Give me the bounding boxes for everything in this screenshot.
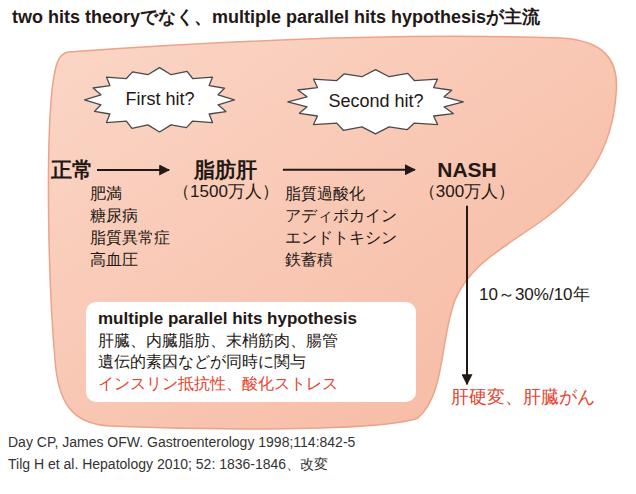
node-text: NASH [419,157,515,182]
node-text: Second hit? [328,91,423,113]
hit-starburst: First hit? [83,67,236,133]
progression-factor: アディポカイン [285,206,397,226]
citation: Tilg H et al. Hepatology 2010; 52: 1836-… [8,455,328,473]
flow-arrow [283,169,415,171]
risk-factor: 高血圧 [90,250,138,270]
risk-factor: 肥満 [90,184,122,204]
stage-label: 正常 [51,157,93,182]
starburst-outline [85,68,235,132]
node-text: （1500万人） [173,182,279,202]
stage-label: NASH（300万人） [419,157,515,203]
risk-factor: 脂質異常症 [90,228,170,248]
node-text: インスリン抵抗性、酸化ストレス [98,373,404,395]
outcome-label: 肝硬変、肝臓がん [451,387,595,409]
node-text: 肝硬変、肝臓がん [451,387,595,409]
rate-label: 10～30%/10年 [477,285,592,305]
diagram-title: two hits theoryでなく、multiple parallel hit… [12,7,540,29]
flow-arrow [466,206,468,384]
node-text: （300万人） [419,182,515,202]
node-text: 正常 [51,157,93,182]
progression-factor: 脂質過酸化 [285,184,365,204]
stage-label: 脂肪肝（1500万人） [173,157,279,203]
node-text: First hit? [125,89,194,111]
flow-arrow [97,169,169,171]
progression-factor: エンドトキシン [285,228,397,248]
starburst-outline [288,70,463,134]
node-text: 脂肪肝 [173,157,279,182]
hit-starburst: Second hit? [286,69,465,135]
liver-outline [48,36,616,429]
node-text: multiple parallel hits hypothesis [98,308,404,330]
risk-factor: 糖尿病 [90,206,138,226]
hypothesis-box: multiple parallel hits hypothesis肝臓、内臓脂肪… [86,302,416,403]
citation: Day CP, James OFW. Gastroenterology 1998… [8,433,355,451]
progression-factor: 鉄蓄積 [285,250,333,270]
node-text: 肝臓、内臓脂肪、末梢筋肉、腸管 遺伝的素因などが同時に関与 [98,330,404,373]
